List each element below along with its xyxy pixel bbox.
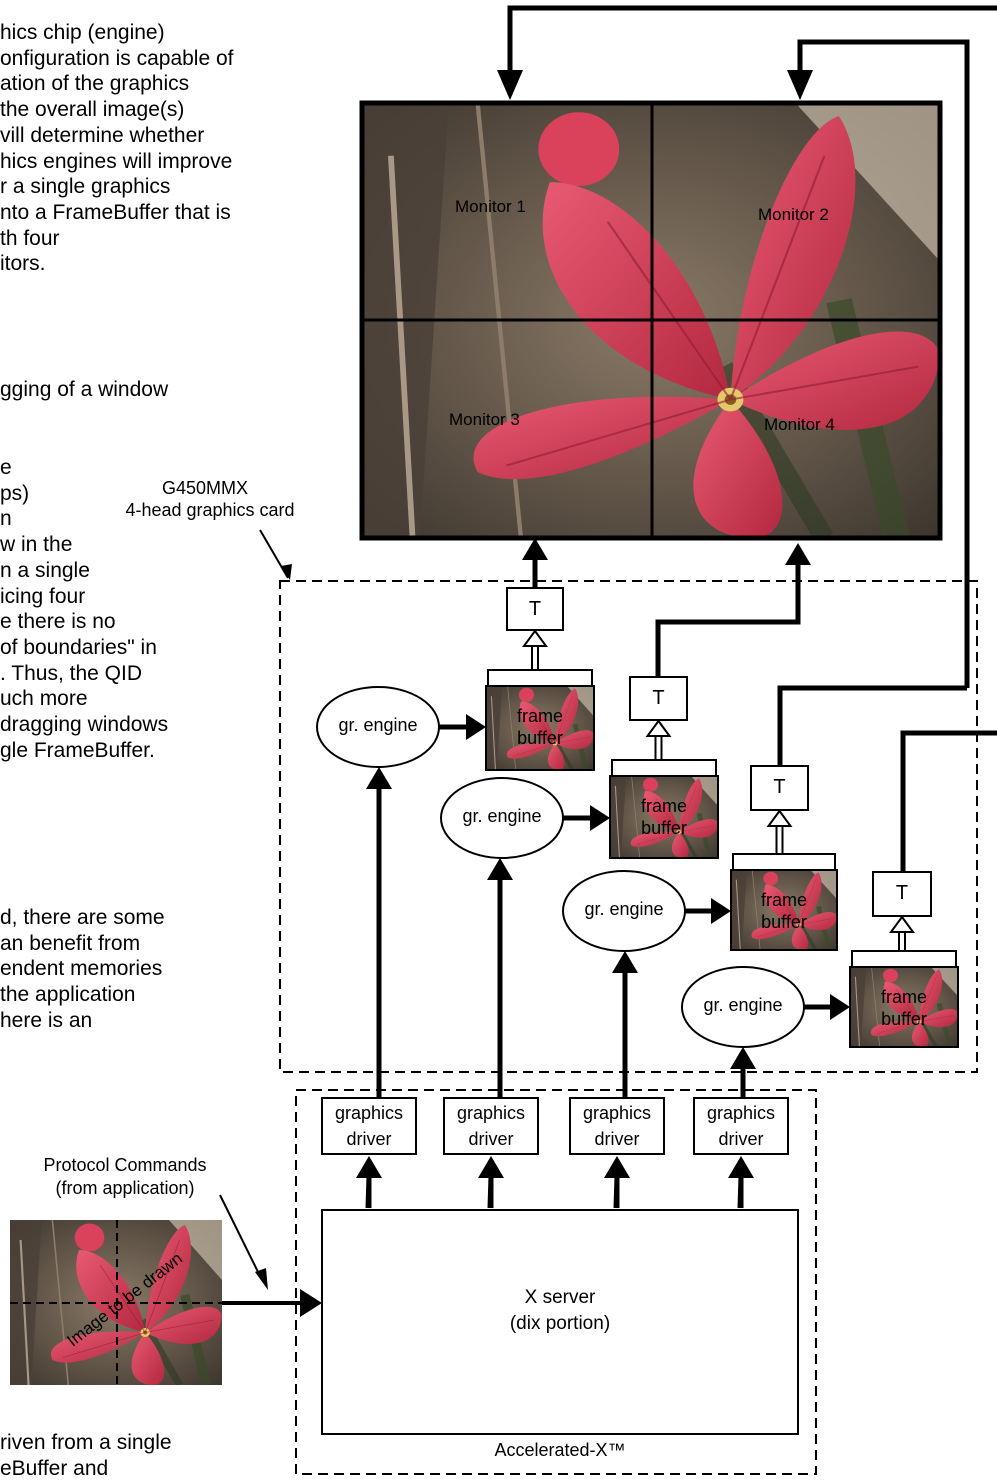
monitor-3-label: Monitor 3 — [449, 410, 520, 429]
graphics-driver-label: graphics — [706, 1103, 776, 1123]
protocol-label-line2: (from application) — [55, 1178, 195, 1198]
tap-box — [629, 676, 688, 721]
x-server-subtitle: (dix portion) — [509, 1313, 611, 1334]
graphics-driver-box — [693, 1097, 789, 1155]
arrow-down-monitor2 — [787, 70, 813, 100]
graphics-driver-label: driver — [718, 1129, 764, 1149]
frame-buffer-label: frame — [760, 890, 807, 910]
x-server-title: X server — [524, 1287, 596, 1308]
description-line: icing four — [0, 584, 86, 608]
frame-buffer-label: buffer — [641, 818, 687, 838]
graphics-driver-label: driver — [346, 1129, 392, 1149]
graphics-card-box — [279, 580, 978, 1073]
graphics-card-subtitle: 4-head graphics card — [125, 500, 295, 520]
description-line: n — [0, 507, 12, 531]
tap-label: T — [652, 687, 665, 709]
protocol-label-line1: Protocol Commands — [43, 1155, 207, 1175]
monitor-2-label: Monitor 2 — [758, 205, 829, 224]
description-line: d, there are some — [0, 906, 165, 929]
description-line: gle FrameBuffer. — [0, 738, 155, 762]
graphics-card-name: G450MMX — [161, 478, 249, 498]
input-image — [10, 1220, 222, 1385]
description-line: n a single — [0, 558, 90, 582]
description-line: nto a FrameBuffer that is — [0, 200, 231, 224]
description-line: r a single graphics — [0, 175, 171, 199]
monitor-4-label: Monitor 4 — [764, 415, 835, 434]
frame-buffer-label: buffer — [761, 912, 807, 932]
tap-label: T — [895, 882, 909, 904]
tap-label: T — [773, 776, 786, 798]
engine-label: gr. engine — [584, 899, 664, 919]
graphics-driver-label: graphics — [334, 1103, 404, 1123]
description-line: of boundaries" in — [0, 635, 157, 659]
arrow-down-monitor1 — [497, 70, 523, 100]
description-line: here is an — [0, 1008, 93, 1032]
description-line: hics engines will improve — [0, 149, 233, 173]
description-line: ps) — [0, 481, 30, 505]
description-line: itors. — [0, 252, 46, 276]
x-server-box — [321, 1209, 799, 1435]
description-line: . Thus, the QID — [0, 661, 143, 685]
description-line: uch more — [0, 687, 88, 711]
description-line: hics chip (engine) — [0, 21, 165, 44]
frame-buffer-label: frame — [640, 796, 687, 816]
description-line: onfiguration is capable of — [0, 46, 234, 70]
graphics-heads — [316, 538, 997, 1098]
engine-label: gr. engine — [462, 806, 542, 826]
description-line: gging of a window — [0, 378, 169, 401]
frame-buffer-image — [610, 776, 718, 858]
graphics-driver-box — [321, 1097, 417, 1155]
monitor-wall — [359, 100, 943, 541]
engine-label: gr. engine — [703, 995, 783, 1015]
description-line: riven from a single — [0, 1431, 172, 1454]
graphics-driver-label: driver — [594, 1129, 640, 1149]
description-line: w in the — [0, 533, 73, 557]
description-line: e there is no — [0, 610, 116, 634]
protocol-pointer — [219, 1194, 263, 1281]
graphics-drivers — [321, 1097, 789, 1209]
description-line: ation of the graphics — [0, 72, 190, 96]
graphics-driver-label: driver — [468, 1129, 514, 1149]
card-pointer — [259, 529, 289, 579]
tap-label: T — [528, 598, 542, 620]
frame-buffer-label: frame — [880, 987, 927, 1007]
monitor-1-label: Monitor 1 — [455, 197, 526, 216]
engine-label: gr. engine — [338, 715, 418, 735]
description-line: an benefit from — [0, 931, 141, 955]
description-line: dragging windows — [0, 713, 169, 736]
graphics-driver-box — [569, 1097, 665, 1155]
description-line: vill determine whether — [0, 123, 205, 147]
description-line: the overall image(s) — [0, 98, 185, 122]
description-line: th four — [0, 226, 60, 250]
graphics-driver-box — [443, 1097, 539, 1155]
accelerated-x-label: Accelerated-X™ — [494, 1440, 626, 1460]
frame-buffer-label: frame — [516, 706, 563, 726]
description-line: endent memories — [0, 957, 163, 981]
description-line: the application — [0, 983, 136, 1007]
graphics-driver-label: graphics — [582, 1103, 652, 1123]
accelerated-x-box — [295, 1089, 817, 1475]
graphics-driver-label: graphics — [456, 1103, 526, 1123]
feed-lines-top — [507, 5, 997, 688]
frame-buffer-label: buffer — [881, 1009, 927, 1029]
description-line: eBuffer and — [0, 1456, 109, 1480]
frame-buffer-label: buffer — [517, 728, 563, 748]
description-line: e — [0, 456, 12, 479]
